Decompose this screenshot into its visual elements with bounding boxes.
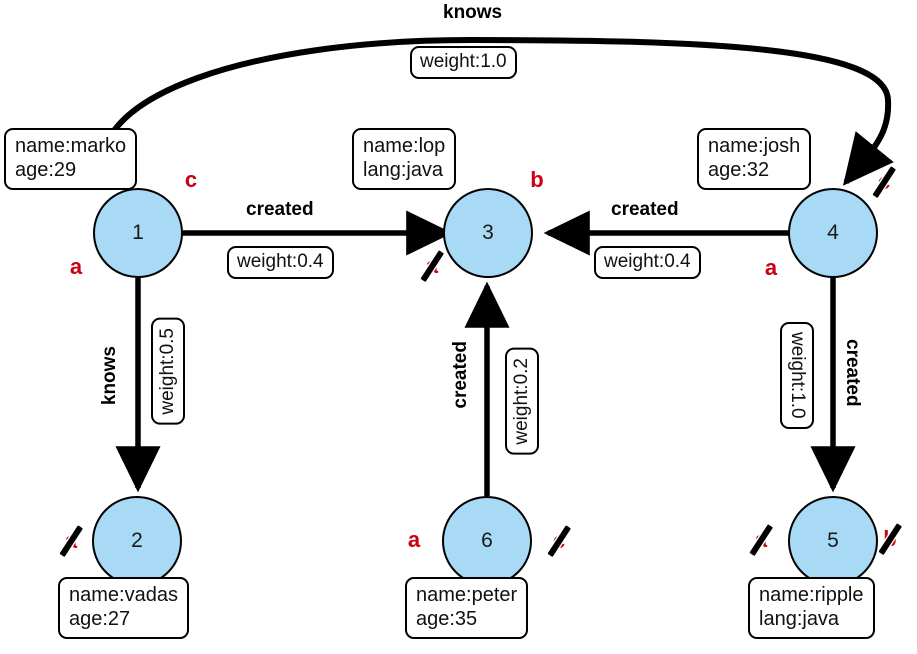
marker-letter: b	[883, 526, 897, 551]
node-5-label: 5	[827, 529, 839, 552]
edge-label-knows-1-4: knows	[443, 2, 503, 23]
property-box-node-3: name:lop lang:java	[352, 128, 457, 191]
property-box-node-5: name:ripple lang:java	[748, 577, 875, 640]
property-name: name:ripple	[759, 584, 864, 606]
edge-label-created-4-3: created	[611, 199, 679, 220]
marker-a-node-1: a	[63, 252, 89, 282]
property-age: age:27	[69, 607, 131, 630]
marker-c-node-1: c	[178, 165, 204, 195]
node-1-label: 1	[132, 221, 144, 244]
property-lang: lang:java	[759, 607, 840, 630]
marker-a-node-4: a	[758, 253, 784, 283]
marker-letter: a	[754, 527, 768, 552]
property-box-node-6: name:peter age:35	[405, 577, 529, 640]
marker-c-node-6: c	[546, 526, 572, 556]
marker-a-node-2: a	[58, 526, 84, 556]
property-age: age:35	[416, 607, 478, 630]
marker-letter: a	[64, 528, 78, 553]
property-age: age:32	[708, 158, 770, 181]
marker-letter: a	[764, 255, 778, 280]
property-name: name:lop	[363, 135, 446, 157]
property-name: name:josh	[708, 135, 801, 157]
property-box-node-2: name:vadas age:27	[58, 577, 189, 640]
edge-label-created-4-5: created	[842, 339, 863, 407]
marker-a-node-6: a	[401, 525, 427, 555]
edge-weight-knows-1-2: weight:0.5	[151, 318, 185, 425]
marker-letter: c	[552, 528, 566, 553]
marker-letter: c	[877, 169, 891, 194]
edge-weight-knows-1-4: weight:1.0	[410, 46, 517, 79]
node-6[interactable]: 6	[442, 496, 532, 586]
node-1[interactable]: 1	[93, 188, 183, 278]
property-lang: lang:java	[363, 158, 444, 181]
property-box-node-1: name:marko age:29	[4, 128, 138, 191]
node-2-label: 2	[131, 529, 143, 552]
node-3-label: 3	[482, 221, 494, 244]
edge-weight-created-6-3: weight:0.2	[505, 348, 539, 455]
edge-label-created-6-3: created	[450, 341, 471, 409]
edge-weight-created-4-3: weight:0.4	[594, 246, 701, 279]
property-box-node-4: name:josh age:32	[697, 128, 812, 191]
node-2[interactable]: 2	[92, 496, 182, 586]
node-4-label: 4	[827, 221, 839, 244]
property-name: name:peter	[416, 584, 518, 606]
edge-weight-created-4-5: weight:1.0	[780, 322, 814, 429]
node-5[interactable]: 5	[788, 496, 878, 586]
edge-weight-created-1-3: weight:0.4	[227, 246, 334, 279]
edge-path-knows-1-4	[99, 36, 894, 186]
marker-letter: a	[407, 527, 421, 552]
node-4[interactable]: 4	[788, 188, 878, 278]
edge-label-created-1-3: created	[246, 199, 314, 220]
property-age: age:29	[15, 158, 77, 181]
property-name: name:marko	[15, 135, 127, 157]
node-6-label: 6	[481, 529, 493, 552]
marker-b-node-5: b	[877, 524, 903, 554]
marker-c-node-4: c	[871, 167, 897, 197]
marker-letter: a	[69, 254, 83, 279]
property-name: name:vadas	[69, 584, 178, 606]
marker-b-node-3: b	[524, 165, 550, 195]
node-3[interactable]: 3	[443, 188, 533, 278]
edge-label-knows-1-2: knows	[99, 346, 120, 406]
marker-letter: b	[530, 167, 544, 192]
marker-letter: c	[184, 167, 198, 192]
marker-letter: a	[425, 253, 439, 278]
marker-a-node-3: a	[419, 251, 445, 281]
marker-a-node-5: a	[748, 525, 774, 555]
